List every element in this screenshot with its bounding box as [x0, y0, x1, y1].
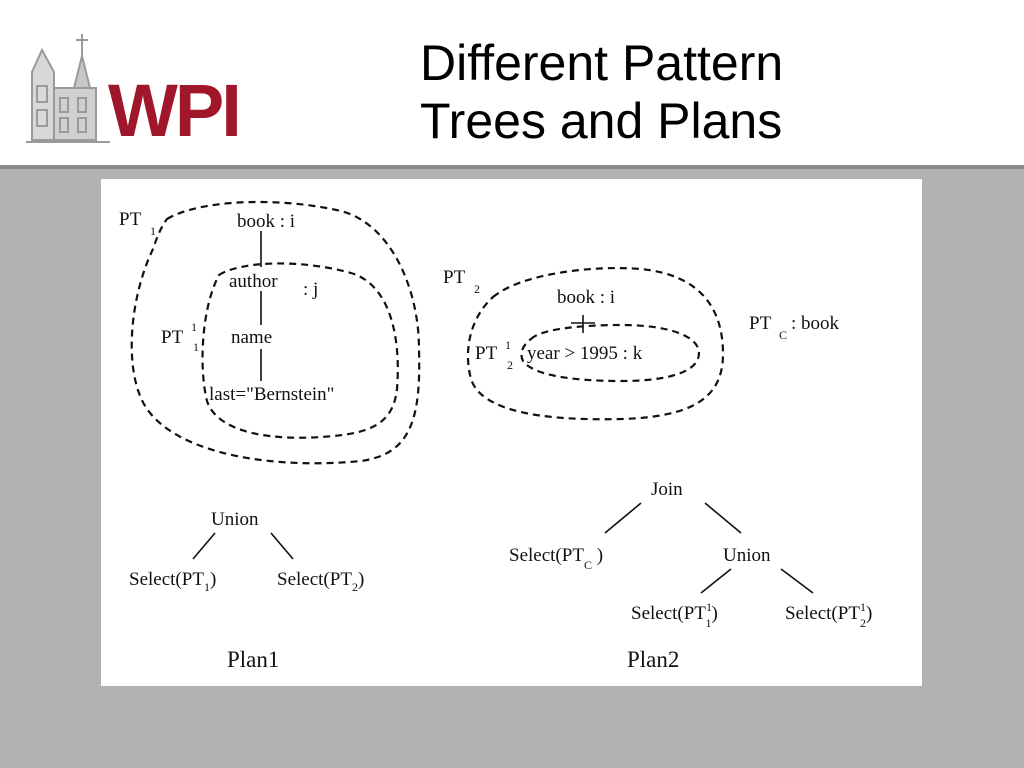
plan2-edge-union-right: [780, 568, 814, 594]
plan1-edge-right: [270, 532, 294, 560]
title-line-1: Different Pattern: [420, 35, 784, 91]
pt1-prime-sub: 1: [193, 340, 199, 354]
plan2-ul-sup: 1: [706, 600, 712, 614]
slide-header: WPI Different Pattern Trees and Plans: [0, 0, 1024, 165]
plan2-edge-union-left: [700, 568, 732, 594]
plan1-select-left: Select(PT1): [129, 569, 216, 594]
plan2-select-pt1-2: Select(PT1 2): [785, 600, 872, 630]
pt1-sub: 1: [150, 224, 156, 238]
node-name: name: [231, 327, 272, 348]
node-last: last="Bernstein": [209, 384, 334, 405]
pt2-prime-sub: 2: [507, 358, 513, 372]
diagram-panel: PT 1 book : i author : j PT 1 1 name las…: [101, 179, 922, 686]
plan2-left-sub: C: [584, 558, 592, 572]
building-icon: [26, 34, 110, 143]
pt1-prime-label: PT: [161, 327, 184, 348]
plan2-left-text: Select(PT: [509, 545, 584, 566]
plan2-ur-text: Select(PT: [785, 603, 860, 624]
pt2-node-book: book : i: [557, 287, 615, 308]
ptc-sub: C: [779, 328, 787, 342]
pt2-prime-sup: 1: [505, 338, 511, 352]
plan1-left-text: Select(PT: [129, 569, 204, 590]
plan2-ul-sub: 1: [706, 616, 712, 630]
pt2-label: PT: [443, 267, 466, 288]
plan2-ul-close: ): [712, 603, 718, 624]
node-book: book : i: [237, 211, 295, 232]
node-year: year > 1995 : k: [527, 343, 643, 364]
node-author: author: [229, 271, 278, 292]
plan1-left-close: ): [210, 569, 216, 590]
plan1-edge-left: [192, 532, 216, 560]
plan1-union: Union: [211, 509, 259, 530]
plan1-caption: Plan1: [227, 647, 279, 672]
page-title: Different Pattern Trees and Plans: [420, 34, 783, 150]
header-divider: [0, 165, 1024, 169]
title-line-2: Trees and Plans: [420, 93, 783, 149]
pattern-trees-diagram: PT 1 book : i author : j PT 1 1 name las…: [119, 200, 872, 672]
plan2-ul-text: Select(PT: [631, 603, 706, 624]
plan2-ur-sup: 1: [860, 600, 866, 614]
plan2-select-c: Select(PTC ): [509, 545, 603, 572]
node-author-var: : j: [303, 279, 318, 300]
ptc-label: PT: [749, 313, 772, 334]
plan1-left-sub: 1: [204, 580, 210, 594]
plan1-right-text: Select(PT: [277, 569, 352, 590]
pt2-prime-label: PT: [475, 343, 498, 364]
plan2-edge-join-union: [704, 502, 742, 534]
plan2-ur-close: ): [866, 603, 872, 624]
pt1-label: PT: [119, 209, 142, 230]
plan2-edge-join-select: [604, 502, 642, 534]
ptc-value: : book: [791, 313, 840, 334]
pt2-inner-boundary: [520, 323, 701, 383]
plan2-ur-sub: 2: [860, 616, 866, 630]
plan2-join: Join: [651, 479, 683, 500]
pt2-sub: 2: [474, 282, 480, 296]
wpi-logo: WPI: [26, 34, 242, 152]
plan2-caption: Plan2: [627, 647, 679, 672]
plan1-select-right: Select(PT2): [277, 569, 364, 594]
pt1-outer-boundary: [130, 200, 421, 465]
logo-text: WPI: [108, 69, 239, 152]
plan1-right-sub: 2: [352, 580, 358, 594]
plan1-right-close: ): [358, 569, 364, 590]
pt1-inner-boundary: [201, 262, 399, 439]
plan2-left-close: ): [592, 545, 603, 566]
plan2-select-pt1-1: Select(PT1 1): [631, 600, 718, 630]
plan2-union: Union: [723, 545, 771, 566]
pt1-prime-sup: 1: [191, 320, 197, 334]
